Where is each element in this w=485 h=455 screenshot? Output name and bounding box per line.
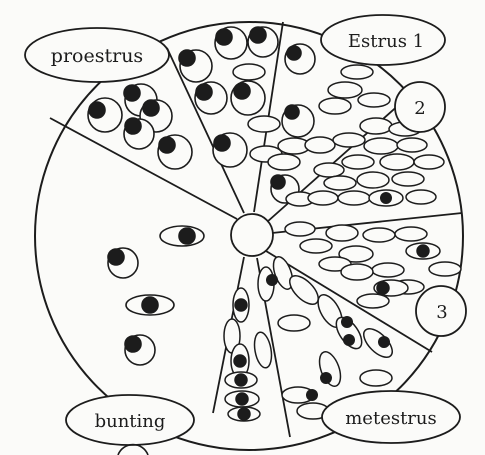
cornified-cell <box>308 191 338 205</box>
cornified-cell <box>300 239 332 253</box>
cornified-cell <box>314 163 344 177</box>
cornified-cell <box>342 155 374 169</box>
cornified-cell <box>372 263 404 277</box>
cornified-cell <box>285 222 315 236</box>
cornified-cell <box>429 262 461 276</box>
cornified-cell <box>357 172 389 188</box>
cornified-cell <box>360 118 392 134</box>
svg-text:Estrus 1: Estrus 1 <box>348 31 424 52</box>
diestrus-cells <box>108 226 204 365</box>
elongated-cell <box>360 370 392 386</box>
cornified-cell <box>406 190 436 204</box>
cornified-cell <box>324 176 356 190</box>
cornified-cell <box>395 227 427 241</box>
cornified-cell <box>397 138 427 152</box>
flat-cell <box>248 116 280 132</box>
svg-text:3: 3 <box>436 302 447 323</box>
round-nucleated-cell <box>124 118 154 149</box>
svg-text:proestrus: proestrus <box>51 45 143 67</box>
round-nucleated-cell <box>88 98 122 132</box>
label-bunting: bunting <box>66 395 194 445</box>
cornified-cell <box>392 172 424 186</box>
round-nucleated-cell <box>248 27 278 57</box>
elongated-nucleated-cell <box>225 372 257 388</box>
elongated-nucleated-cell <box>225 391 259 407</box>
label-proestrus: proestrus <box>25 28 169 82</box>
cornified-cell <box>364 138 398 154</box>
cornified-cell <box>358 93 390 107</box>
round-nucleated-cell <box>158 135 192 169</box>
flat-cell <box>268 154 300 170</box>
estrus-nucleated-cell <box>369 190 403 206</box>
cell-nucleus <box>306 389 318 401</box>
cornified-cell <box>414 155 444 169</box>
round-nucleated-cell <box>213 133 247 167</box>
cornified-cell <box>328 82 362 98</box>
lower-sector-cells <box>224 288 260 421</box>
round-nucleated-cell <box>179 50 212 82</box>
round-nucleated-cell <box>285 44 315 74</box>
round-nucleated-cell <box>195 82 227 114</box>
cornified-cell <box>341 264 373 280</box>
svg-text:bunting: bunting <box>95 411 166 432</box>
svg-text:metestrus: metestrus <box>345 408 437 429</box>
cell-nucleus <box>341 316 353 328</box>
cell-nucleus <box>320 372 332 384</box>
elongated-nucleated-cell <box>233 288 249 322</box>
cornified-cell <box>338 191 370 205</box>
cornified-cell <box>333 133 365 147</box>
elongated-nucleated-cell <box>228 407 260 421</box>
round-nucleated-cell <box>282 105 314 137</box>
label-stage-3: 3 <box>416 286 466 336</box>
elongated-cell <box>278 315 310 331</box>
nucleated-flat-cell <box>160 226 204 246</box>
round-nucleated-cell <box>231 81 265 115</box>
flat-cell <box>305 137 335 153</box>
cell-nucleus <box>378 336 390 348</box>
cornified-cell <box>363 228 395 242</box>
nucleated-flat-cell <box>406 243 440 259</box>
nucleated-flat-cell <box>374 280 408 296</box>
elongated-cell <box>315 349 344 389</box>
svg-text:2: 2 <box>414 98 425 119</box>
round-nucleated-cell <box>215 27 247 59</box>
flat-cell <box>233 64 265 80</box>
label-estrus: Estrus 1 <box>321 15 445 65</box>
partial-circle <box>118 445 148 455</box>
center-hub <box>231 214 273 256</box>
cornified-cell <box>326 225 358 241</box>
round-nucleated-cell <box>125 335 155 365</box>
label-stage-2: 2 <box>395 82 445 132</box>
cornified-cell <box>319 98 351 114</box>
round-nucleated-cell <box>108 248 138 278</box>
cornified-cell <box>380 154 414 170</box>
cell-nucleus <box>266 274 278 286</box>
cell-nucleus <box>343 334 355 346</box>
cornified-cell <box>341 65 373 79</box>
label-metestrus: metestrus <box>322 391 460 443</box>
elongated-cell <box>359 324 397 362</box>
nucleated-flat-cell <box>126 295 174 315</box>
